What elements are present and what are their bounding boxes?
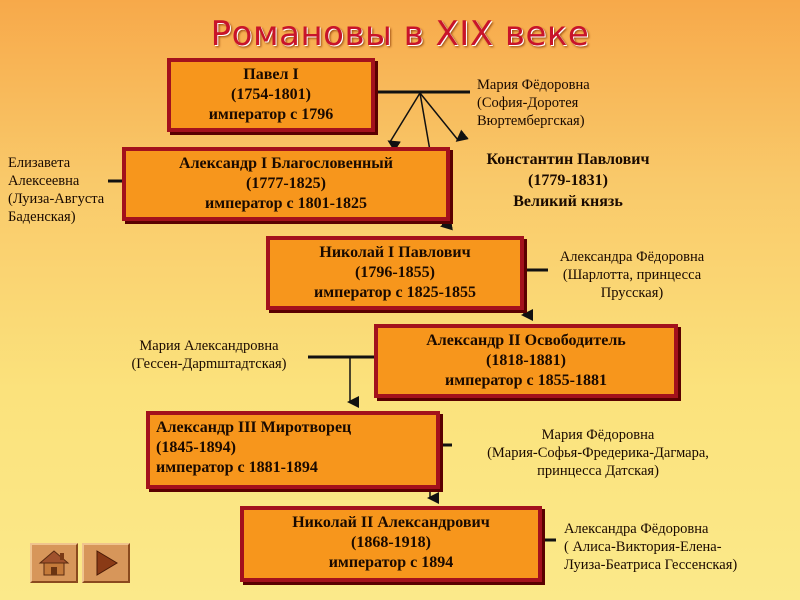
box-years: (1796-1855) xyxy=(355,264,435,281)
box-alexander-ii: Александр II Освободитель (1818-1881) им… xyxy=(374,324,678,398)
constantin-years: (1779-1831) xyxy=(528,172,608,189)
box-nicholas-ii: Николай II Александрович (1868-1918) имп… xyxy=(240,506,542,582)
box-pavel-i: Павел I (1754-1801) император с 1796 xyxy=(167,58,375,132)
house-icon xyxy=(38,550,70,576)
play-arrow-icon xyxy=(96,550,118,576)
box-years: (1845-1894) xyxy=(156,439,236,456)
box-years: (1754-1801) xyxy=(231,86,311,103)
spouse-line: Вюртембергская) xyxy=(477,113,585,129)
spouse-line: ( Алиса-Виктория-Елена- xyxy=(564,539,722,555)
spouse-line: Александра Фёдоровна xyxy=(564,521,709,537)
constantin-title: Великий князь xyxy=(513,193,623,210)
spouse-line: Мария Фёдоровна xyxy=(541,427,655,443)
constantin-pavlovich: Константин Павлович (1779-1831) Великий … xyxy=(452,149,684,212)
box-name: Александр I Благословенный xyxy=(179,155,393,172)
spouse-line: (Луиза-Августа xyxy=(8,191,105,207)
spouse-line: (Мария-Софья-Фредерика-Дагмара, xyxy=(487,445,709,461)
spouse-line: Прусская) xyxy=(600,285,664,301)
box-reign: император с 1881-1894 xyxy=(156,459,318,476)
box-alexander-iii: Александр III Миротворец (1845-1894) имп… xyxy=(146,411,440,489)
spouse-line: Баденская) xyxy=(8,209,76,225)
spouse-line: Мария Александровна xyxy=(139,338,279,354)
spouse-line: (Шарлотта, принцесса xyxy=(562,267,702,283)
box-name: Александр III Миротворец xyxy=(156,419,352,436)
spouse-alexander-ii: Мария Александровна (Гессен-Дарmштадтска… xyxy=(96,337,322,373)
box-name: Александр II Освободитель xyxy=(426,332,626,349)
spouse-line: принцесса Датская) xyxy=(537,463,659,479)
spouse-nicholas-i: Александра Фёдоровна (Шарлотта, принцесс… xyxy=(522,248,742,302)
page-title: Романовы в XIX веке xyxy=(210,14,590,54)
box-name: Николай II Александрович xyxy=(292,514,490,531)
box-alexander-i: Александр I Благословенный (1777-1825) и… xyxy=(122,147,450,221)
box-reign: император с 1801-1825 xyxy=(205,195,367,212)
home-button[interactable] xyxy=(30,543,78,583)
spouse-alexander-i: Елизавета Алексеевна (Луиза-Августа Баде… xyxy=(8,154,104,226)
spouse-alexander-iii: Мария Фёдоровна (Мария-Софья-Фредерика-Д… xyxy=(428,426,768,480)
spouse-line: Мария Фёдоровна xyxy=(477,77,590,93)
spouse-line: Александра Фёдоровна xyxy=(559,249,705,265)
box-reign: император с 1796 xyxy=(208,106,334,123)
spouse-pavel: Мария Фёдоровна (София-Доротея Вюртембер… xyxy=(477,76,590,130)
spouse-line: Луиза-Беатриса Гессенская) xyxy=(564,557,738,573)
box-reign: император с 1855-1881 xyxy=(445,372,607,389)
spouse-line: Алексеевна xyxy=(8,173,80,189)
box-reign: император с 1894 xyxy=(328,554,454,571)
box-reign: император с 1825-1855 xyxy=(314,284,476,301)
next-slide-button[interactable] xyxy=(82,543,130,583)
spouse-line: Елизавета xyxy=(8,155,71,171)
box-years: (1868-1918) xyxy=(351,534,431,551)
box-nicholas-i: Николай I Павлович (1796-1855) император… xyxy=(266,236,524,310)
box-years: (1818-1881) xyxy=(486,352,566,369)
spouse-line: (Гессен-Дарmштадтская) xyxy=(131,356,287,372)
spouse-line: (София-Доротея xyxy=(477,95,579,111)
box-name: Николай I Павлович xyxy=(319,244,471,261)
box-name: Павел I xyxy=(243,66,299,83)
spouse-nicholas-ii: Александра Фёдоровна ( Алиса-Виктория-Ел… xyxy=(564,520,800,574)
constantin-name: Константин Павлович xyxy=(486,151,650,168)
box-years: (1777-1825) xyxy=(246,175,326,192)
